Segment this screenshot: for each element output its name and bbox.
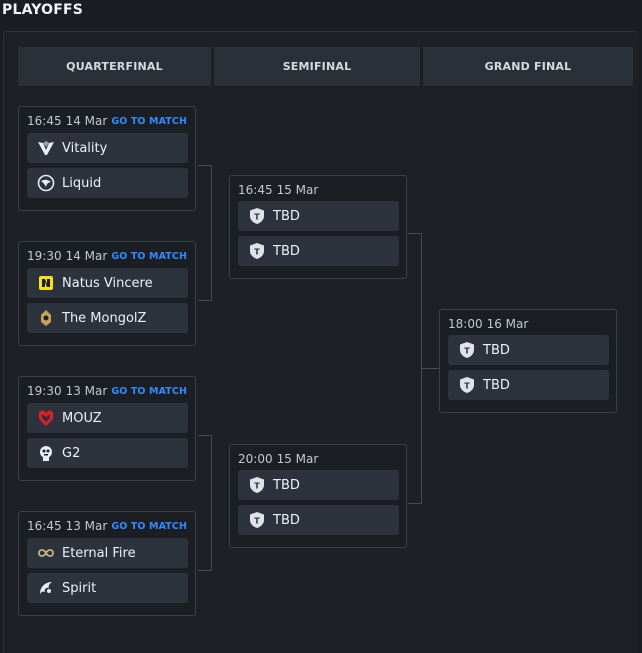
team-row-natus-vincere[interactable]: Natus Vincere xyxy=(27,268,188,298)
svg-text:T: T xyxy=(254,482,260,491)
navi-icon xyxy=(37,274,55,292)
team-name: TBD xyxy=(483,342,510,358)
team-row-the-mongolz[interactable]: The MongolZ xyxy=(27,303,188,333)
tbd-shield-icon: T xyxy=(248,511,266,529)
connector-line xyxy=(198,300,212,301)
team-name: MOUZ xyxy=(62,410,102,426)
team-name: TBD xyxy=(273,208,300,224)
team-row-mouz[interactable]: MOUZ xyxy=(27,403,188,433)
team-name: TBD xyxy=(273,512,300,528)
connector-line xyxy=(198,570,212,571)
team-row-liquid[interactable]: Liquid xyxy=(27,168,188,198)
match-card-grand-final: 18:00 16 Mar T TBD T TBD xyxy=(439,309,617,413)
connector-line xyxy=(408,503,422,504)
match-date: 13 Mar xyxy=(65,384,108,398)
team-name: TBD xyxy=(483,377,510,393)
vitality-icon xyxy=(37,139,55,157)
match-time: 20:00 xyxy=(238,452,273,466)
team-row-g2[interactable]: G2 xyxy=(27,438,188,468)
team-row-eternal-fire[interactable]: Eternal Fire xyxy=(27,538,188,568)
team-row-tbd[interactable]: T TBD xyxy=(238,236,399,266)
tbd-shield-icon: T xyxy=(248,207,266,225)
team-name: Vitality xyxy=(62,140,108,156)
spirit-icon xyxy=(37,579,55,597)
team-name: TBD xyxy=(273,243,300,259)
match-card-qf1: 16:45 14 Mar GO TO MATCH Vitality Liquid xyxy=(18,106,196,211)
team-name: TBD xyxy=(273,477,300,493)
connector-line xyxy=(408,233,422,234)
team-name: G2 xyxy=(62,445,81,461)
match-date: 14 Mar xyxy=(65,114,108,128)
page-title: PLAYOFFS xyxy=(2,2,84,18)
svg-text:T: T xyxy=(254,248,260,257)
match-date: 15 Mar xyxy=(276,183,319,197)
match-card-sf2: 20:00 15 Mar T TBD T TBD xyxy=(229,444,407,548)
match-time: 16:45 xyxy=(27,519,62,533)
go-to-match-link[interactable]: GO TO MATCH xyxy=(111,115,187,127)
team-name: Eternal Fire xyxy=(62,545,136,561)
liquid-icon xyxy=(37,174,55,192)
eternal-fire-icon xyxy=(37,544,55,562)
team-row-tbd[interactable]: T TBD xyxy=(238,505,399,535)
tbd-shield-icon: T xyxy=(248,476,266,494)
mongolz-icon xyxy=(37,309,55,327)
svg-text:T: T xyxy=(254,213,260,222)
svg-text:T: T xyxy=(464,382,470,391)
team-name: Spirit xyxy=(62,580,97,596)
column-header-semifinal: SEMIFINAL xyxy=(214,47,420,86)
column-header-grand-final: GRAND FINAL xyxy=(423,47,633,86)
team-row-tbd[interactable]: T TBD xyxy=(448,370,609,400)
match-time: 18:00 xyxy=(448,317,483,331)
match-card-qf2: 19:30 14 Mar GO TO MATCH Natus Vincere T… xyxy=(18,241,196,346)
connector-line xyxy=(211,435,212,571)
connector-line xyxy=(198,165,212,166)
match-card-qf3: 19:30 13 Mar GO TO MATCH MOUZ G2 xyxy=(18,376,196,481)
team-row-vitality[interactable]: Vitality xyxy=(27,133,188,163)
team-row-tbd[interactable]: T TBD xyxy=(448,335,609,365)
team-name: The MongolZ xyxy=(62,310,147,326)
team-row-spirit[interactable]: Spirit xyxy=(27,573,188,603)
team-row-tbd[interactable]: T TBD xyxy=(238,201,399,231)
tbd-shield-icon: T xyxy=(458,341,476,359)
connector-line xyxy=(198,435,212,436)
match-date: 13 Mar xyxy=(65,519,108,533)
go-to-match-link[interactable]: GO TO MATCH xyxy=(111,250,187,262)
tbd-shield-icon: T xyxy=(458,376,476,394)
team-name: Natus Vincere xyxy=(62,275,153,291)
tbd-shield-icon: T xyxy=(248,242,266,260)
match-date: 14 Mar xyxy=(65,249,108,263)
connector-line xyxy=(421,368,439,369)
column-header-quarterfinal: QUARTERFINAL xyxy=(18,47,211,86)
g2-icon xyxy=(37,444,55,462)
svg-text:T: T xyxy=(464,347,470,356)
match-date: 15 Mar xyxy=(276,452,319,466)
match-card-qf4: 16:45 13 Mar GO TO MATCH Eternal Fire Sp… xyxy=(18,511,196,616)
match-card-sf1: 16:45 15 Mar T TBD T TBD xyxy=(229,175,407,279)
svg-text:T: T xyxy=(254,517,260,526)
connector-line xyxy=(211,165,212,301)
match-time: 19:30 xyxy=(27,249,62,263)
go-to-match-link[interactable]: GO TO MATCH xyxy=(111,385,187,397)
mouz-icon xyxy=(37,409,55,427)
team-row-tbd[interactable]: T TBD xyxy=(238,470,399,500)
team-name: Liquid xyxy=(62,175,102,191)
match-time: 16:45 xyxy=(238,183,273,197)
match-time: 16:45 xyxy=(27,114,62,128)
go-to-match-link[interactable]: GO TO MATCH xyxy=(111,520,187,532)
match-time: 19:30 xyxy=(27,384,62,398)
match-date: 16 Mar xyxy=(486,317,529,331)
